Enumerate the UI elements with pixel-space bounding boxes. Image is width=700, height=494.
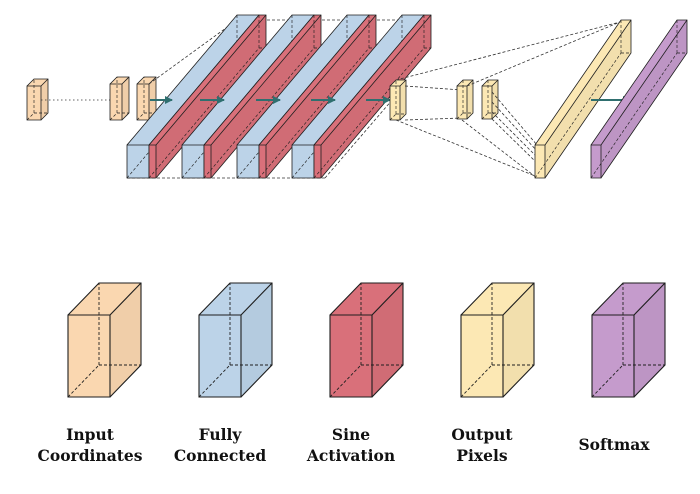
hidden-output-block [389,79,407,121]
connector-bottom-to-output [395,119,541,179]
legend-cube-sine-activation [329,282,404,398]
output-pixels-slab [534,19,632,179]
fanout-line-6 [466,21,621,87]
legend-cube-softmax [591,282,666,398]
fanout-line-2 [491,101,538,152]
output-block-a [456,79,474,120]
input-coordinates-block [26,78,49,121]
input-to-hidden-top [148,19,238,85]
fanout-line-1 [491,91,538,146]
connector-mid-1 [404,85,463,91]
connector-mid-2 [404,117,463,121]
legend-cube-output-pixels [460,282,535,398]
output-block-b [481,79,499,120]
legend-label-softmax: Softmax [578,435,650,454]
input-block-2 [109,76,130,121]
sine-activation-slab-4 [313,14,432,179]
connector-top-to-output [395,21,621,81]
fanout-line-3 [491,111,538,158]
legend-cube-fully-connected [198,282,273,398]
legend-cube-input [67,282,142,398]
softmax-slab [590,19,688,179]
fanout-line-4 [491,118,538,164]
fanout-line-5 [461,119,538,179]
